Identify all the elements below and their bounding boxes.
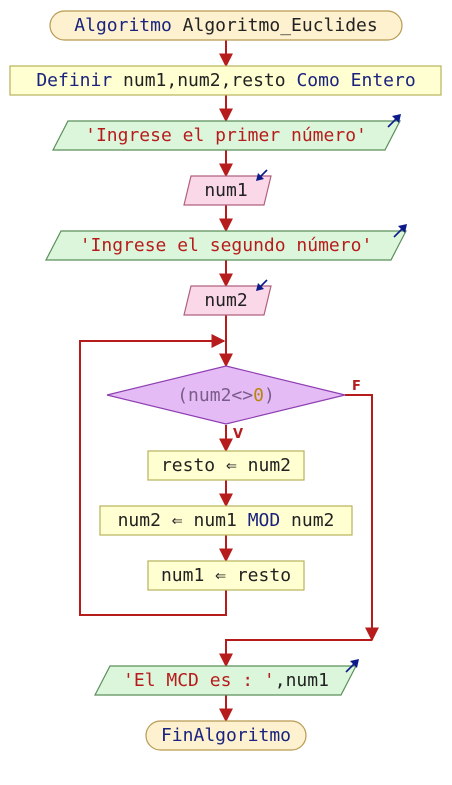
read2-input-shape bbox=[183, 285, 272, 316]
output-arrow-icon bbox=[345, 659, 359, 673]
step3-target: num1 bbox=[161, 565, 204, 586]
define-process-text: Definir num1,num2,resto Como Entero bbox=[36, 70, 415, 91]
cond-value: 0 bbox=[253, 385, 264, 406]
prompt1-output-shape bbox=[52, 120, 401, 151]
false-label: F bbox=[352, 379, 361, 394]
read1-input: num1 bbox=[183, 169, 272, 206]
result-output-shape bbox=[94, 665, 357, 696]
assign-arrow: ⇐ bbox=[226, 455, 237, 476]
while-decision: (num2<>0) V F bbox=[106, 365, 361, 442]
cond-close: ) bbox=[264, 385, 275, 406]
prompt2-text: 'Ingrese el segundo número' bbox=[80, 235, 373, 256]
step1-expr: num2 bbox=[248, 455, 291, 476]
define-process-shape bbox=[9, 65, 442, 96]
result-text: 'El MCD es : ',num1 bbox=[123, 670, 329, 691]
result-var: num1 bbox=[286, 670, 329, 691]
output-arrow-icon bbox=[387, 114, 401, 128]
while-condition: (num2<>0) bbox=[177, 385, 275, 406]
step3-process-shape bbox=[147, 560, 305, 591]
read2-text: num2 bbox=[204, 290, 247, 311]
step2-target: num2 bbox=[118, 510, 161, 531]
assign-arrow: ⇐ bbox=[215, 565, 226, 586]
step2-operator: MOD bbox=[248, 510, 281, 531]
step2-process: num2 ⇐ num1 MOD num2 bbox=[99, 505, 353, 536]
result-string: 'El MCD es : ' bbox=[123, 670, 275, 691]
step1-text: resto ⇐ num2 bbox=[161, 455, 291, 476]
prompt2-output-shape bbox=[45, 230, 407, 261]
input-arrow-icon bbox=[256, 279, 268, 291]
assign-arrow: ⇐ bbox=[172, 510, 183, 531]
algorithm-name: Algoritmo_Euclides bbox=[183, 15, 378, 36]
define-keyword: Definir bbox=[36, 70, 112, 91]
define-type: Entero bbox=[351, 70, 416, 91]
start-terminal-shape bbox=[49, 10, 403, 41]
input-arrow-icon bbox=[256, 169, 268, 181]
step3-text: num1 ⇐ resto bbox=[161, 565, 291, 586]
step1-process-shape bbox=[147, 450, 305, 481]
prompt1-output: 'Ingrese el primer número' bbox=[52, 114, 401, 151]
define-como: Como bbox=[296, 70, 339, 91]
end-keyword: FinAlgoritmo bbox=[161, 725, 291, 746]
define-process: Definir num1,num2,resto Como Entero bbox=[9, 65, 442, 96]
start-terminal: Algoritmo Algoritmo_Euclides bbox=[49, 10, 403, 41]
step2-left: num1 bbox=[193, 510, 236, 531]
true-label: V bbox=[233, 427, 243, 442]
read1-text: num1 bbox=[204, 180, 247, 201]
start-keyword: Algoritmo bbox=[74, 15, 172, 36]
cond-open: (num2 bbox=[177, 385, 231, 406]
step2-process-shape bbox=[99, 505, 353, 536]
flow-loop-back bbox=[79, 334, 227, 616]
end-terminal: FinAlgoritmo bbox=[145, 720, 307, 751]
flow-join-to-output bbox=[219, 639, 372, 668]
flow-lines bbox=[79, 40, 379, 723]
read2-input: num2 bbox=[183, 279, 272, 316]
step3-expr: resto bbox=[237, 565, 291, 586]
prompt2-output: 'Ingrese el segundo número' bbox=[45, 224, 407, 261]
prompt1-text: 'Ingrese el primer número' bbox=[85, 125, 367, 146]
cond-operator: <> bbox=[231, 385, 253, 406]
step1-target: resto bbox=[161, 455, 215, 476]
output-arrow-icon bbox=[393, 224, 407, 238]
result-output: 'El MCD es : ',num1 bbox=[94, 659, 359, 696]
step3-process: num1 ⇐ resto bbox=[147, 560, 305, 591]
step2-right: num2 bbox=[291, 510, 334, 531]
start-terminal-text: Algoritmo Algoritmo_Euclides bbox=[74, 15, 377, 36]
step2-text: num2 ⇐ num1 MOD num2 bbox=[118, 510, 335, 531]
end-terminal-shape bbox=[145, 720, 307, 751]
result-separator: , bbox=[275, 670, 286, 691]
while-decision-shape bbox=[106, 365, 346, 425]
step1-process: resto ⇐ num2 bbox=[147, 450, 305, 481]
define-vars: num1,num2,resto bbox=[123, 70, 286, 91]
flow-decision-false bbox=[345, 394, 379, 642]
read1-input-shape bbox=[183, 175, 272, 206]
